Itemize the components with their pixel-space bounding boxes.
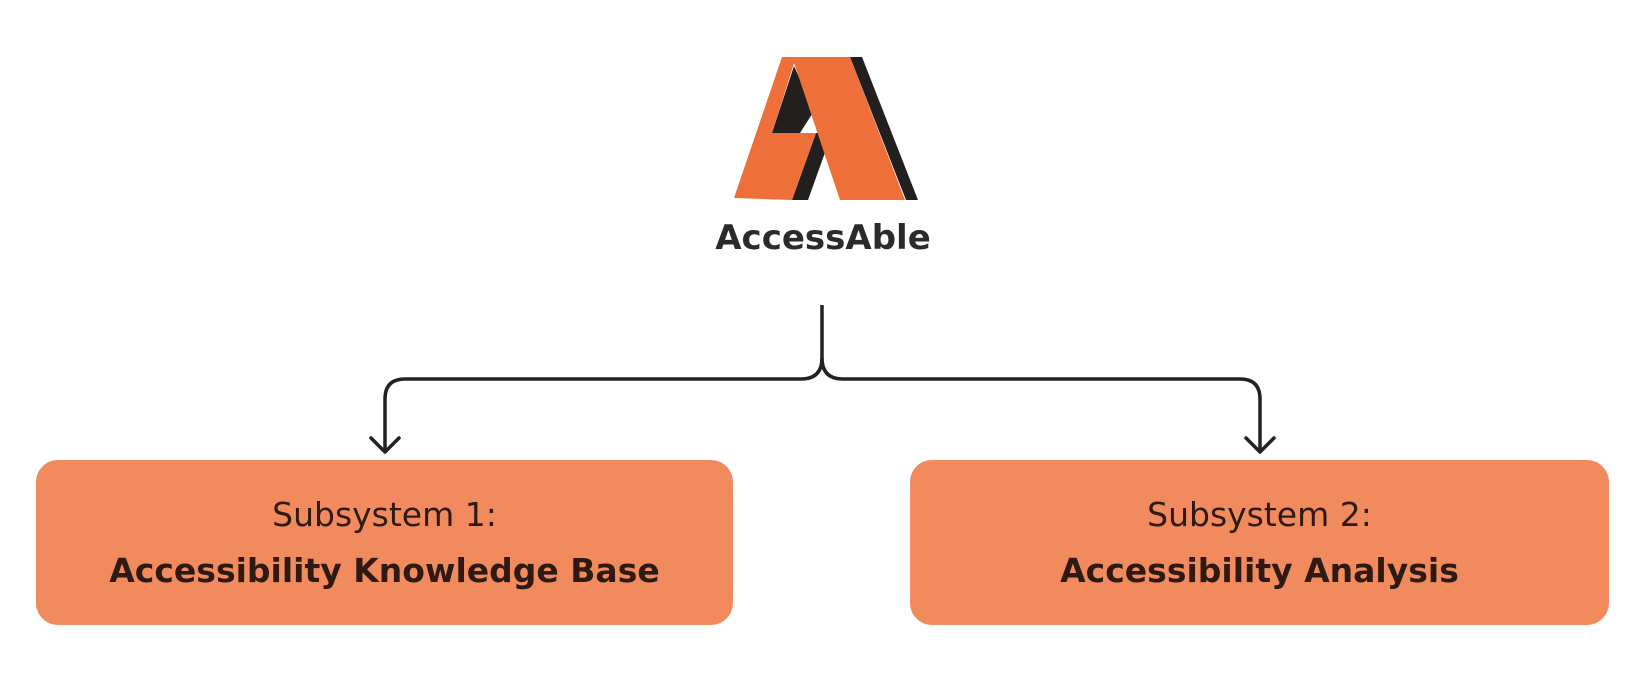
subsystem-1-heading: Subsystem 1:	[272, 494, 497, 534]
connector-right-branch-line	[820, 357, 1262, 452]
arrowhead-right-icon	[1244, 436, 1276, 454]
logo-shadow-right	[850, 57, 918, 200]
logo-shadow-bottom	[792, 133, 832, 200]
accessable-logo-icon	[734, 57, 918, 200]
logo-left-leg	[734, 57, 816, 200]
arrowhead-left-icon	[369, 436, 401, 454]
subsystem-2-heading: Subsystem 2:	[1147, 494, 1372, 534]
logo-shadow-left	[772, 66, 814, 133]
logo-right-leg	[792, 57, 905, 200]
subsystem-1-box: Subsystem 1: Accessibility Knowledge Bas…	[36, 460, 733, 625]
subsystem-1-title: Accessibility Knowledge Base	[109, 550, 660, 590]
brand-name: AccessAble	[715, 218, 931, 258]
subsystem-2-box: Subsystem 2: Accessibility Analysis	[910, 460, 1609, 625]
subsystem-2-title: Accessibility Analysis	[1060, 550, 1459, 590]
connector-trunk-line	[383, 305, 824, 452]
